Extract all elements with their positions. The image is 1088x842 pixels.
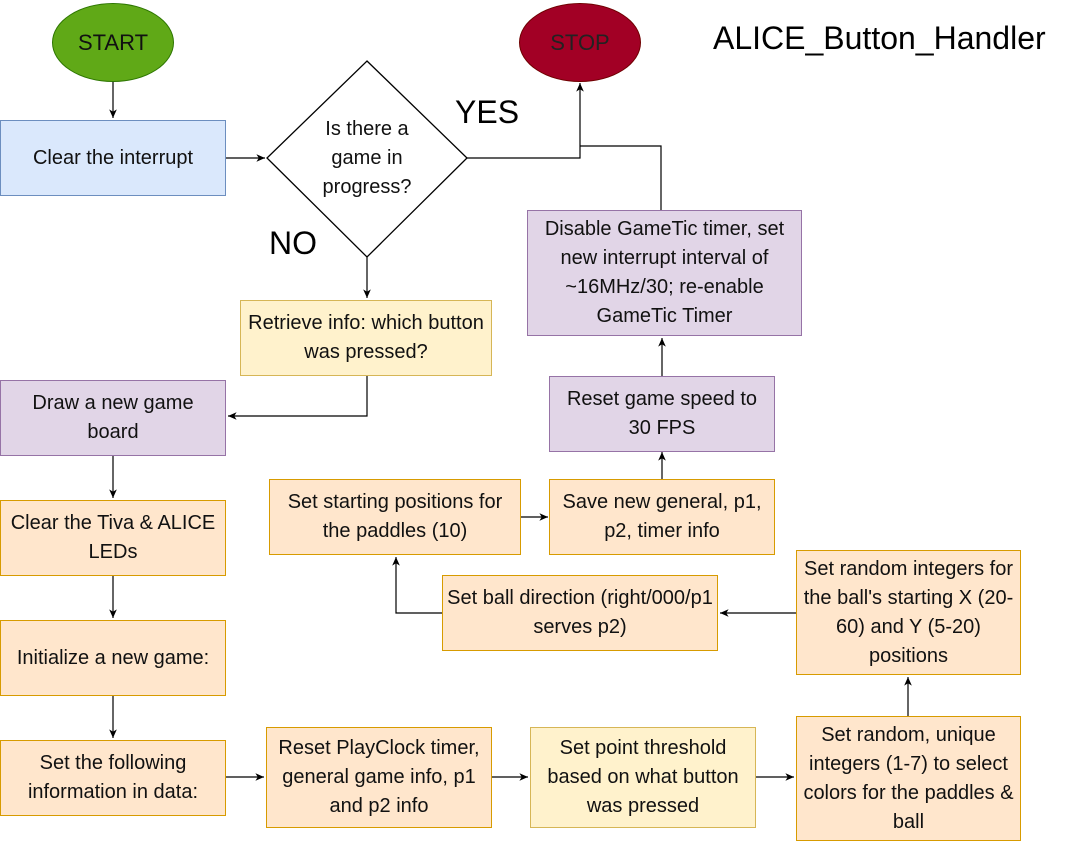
retrieve-info-node: Retrieve info: which button was pressed?	[240, 300, 492, 376]
set-ball-direction-node: Set ball direction (right/000/p1 serves …	[442, 575, 718, 651]
edge-disable-stop	[580, 145, 662, 210]
edge-dir-paddles	[392, 557, 442, 614]
set-colors-node: Set random, unique integers (1-7) to sel…	[796, 716, 1021, 841]
yes-label: YES	[455, 94, 520, 130]
set-following-node: Set the following information in data:	[0, 740, 226, 816]
draw-board-node: Draw a new game board	[0, 380, 226, 456]
reset-playclock-node: Reset PlayClock timer, general game info…	[266, 727, 492, 828]
edge-decision-yes	[467, 83, 584, 159]
no-label: NO	[269, 225, 317, 261]
disable-timer-node: Disable GameTic timer, set new interrupt…	[527, 210, 802, 336]
set-ball-position-node: Set random integers for the ball's start…	[796, 550, 1021, 675]
stop-node: STOP	[519, 3, 641, 82]
diagram-title: ALICE_Button_Handler	[713, 20, 1046, 56]
set-paddles-node: Set starting positions for the paddles (…	[269, 479, 521, 555]
decision-label: Is there a game in progress?	[322, 117, 412, 198]
edge-retrieve-draw	[228, 376, 368, 420]
clear-leds-node: Clear the Tiva & ALICE LEDs	[0, 500, 226, 576]
reset-speed-node: Reset game speed to 30 FPS	[549, 376, 775, 452]
save-info-node: Save new general, p1, p2, timer info	[549, 479, 775, 555]
init-game-node: Initialize a new game:	[0, 620, 226, 696]
clear-interrupt-node: Clear the interrupt	[0, 120, 226, 196]
set-threshold-node: Set point threshold based on what button…	[530, 727, 756, 828]
start-node: START	[52, 3, 174, 82]
